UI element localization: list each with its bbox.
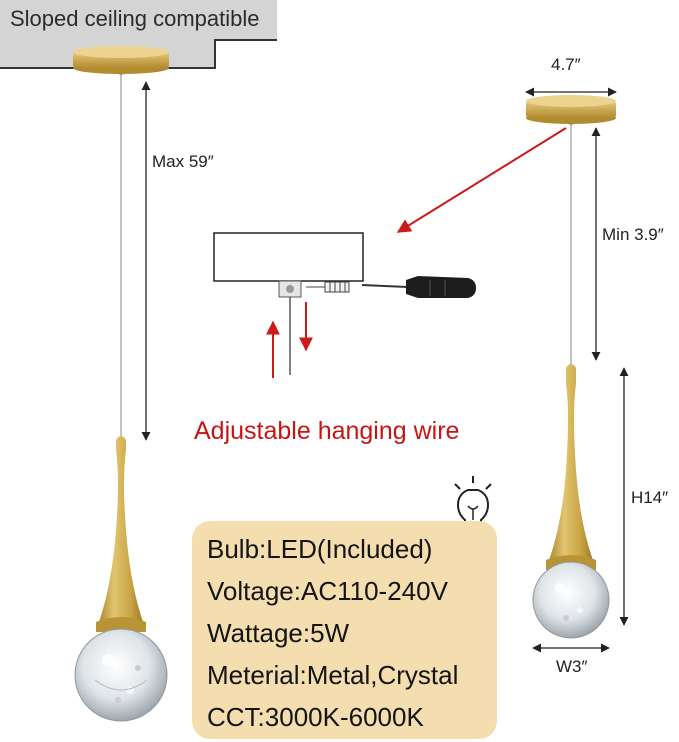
wire-lock-detail bbox=[213, 232, 364, 378]
left-pendant bbox=[73, 46, 169, 722]
spec-bulb: Bulb:LED(Included) bbox=[207, 534, 433, 564]
max-wire-label: Max 59″ bbox=[152, 152, 214, 171]
adjustable-wire-caption: Adjustable hanging wire bbox=[194, 417, 460, 445]
screwdriver-icon bbox=[361, 276, 476, 298]
detail-pointer-arrow bbox=[396, 127, 567, 233]
spec-panel: Bulb:LED(Included) Voltage:AC110-240V Wa… bbox=[192, 521, 497, 739]
canopy-width-label: 4.7″ bbox=[551, 55, 581, 74]
width-label: W3″ bbox=[556, 657, 588, 676]
spec-voltage: Voltage:AC110-240V bbox=[207, 576, 448, 606]
right-pendant bbox=[526, 95, 616, 639]
banner-title: Sloped ceiling compatible bbox=[10, 6, 260, 31]
height-label: H14″ bbox=[631, 488, 669, 507]
min-wire-label: Min 3.9″ bbox=[602, 225, 664, 244]
spec-cct: CCT:3000K-6000K bbox=[207, 702, 424, 732]
spec-material: Meterial:Metal,Crystal bbox=[207, 660, 459, 690]
spec-wattage: Wattage:5W bbox=[207, 618, 350, 648]
